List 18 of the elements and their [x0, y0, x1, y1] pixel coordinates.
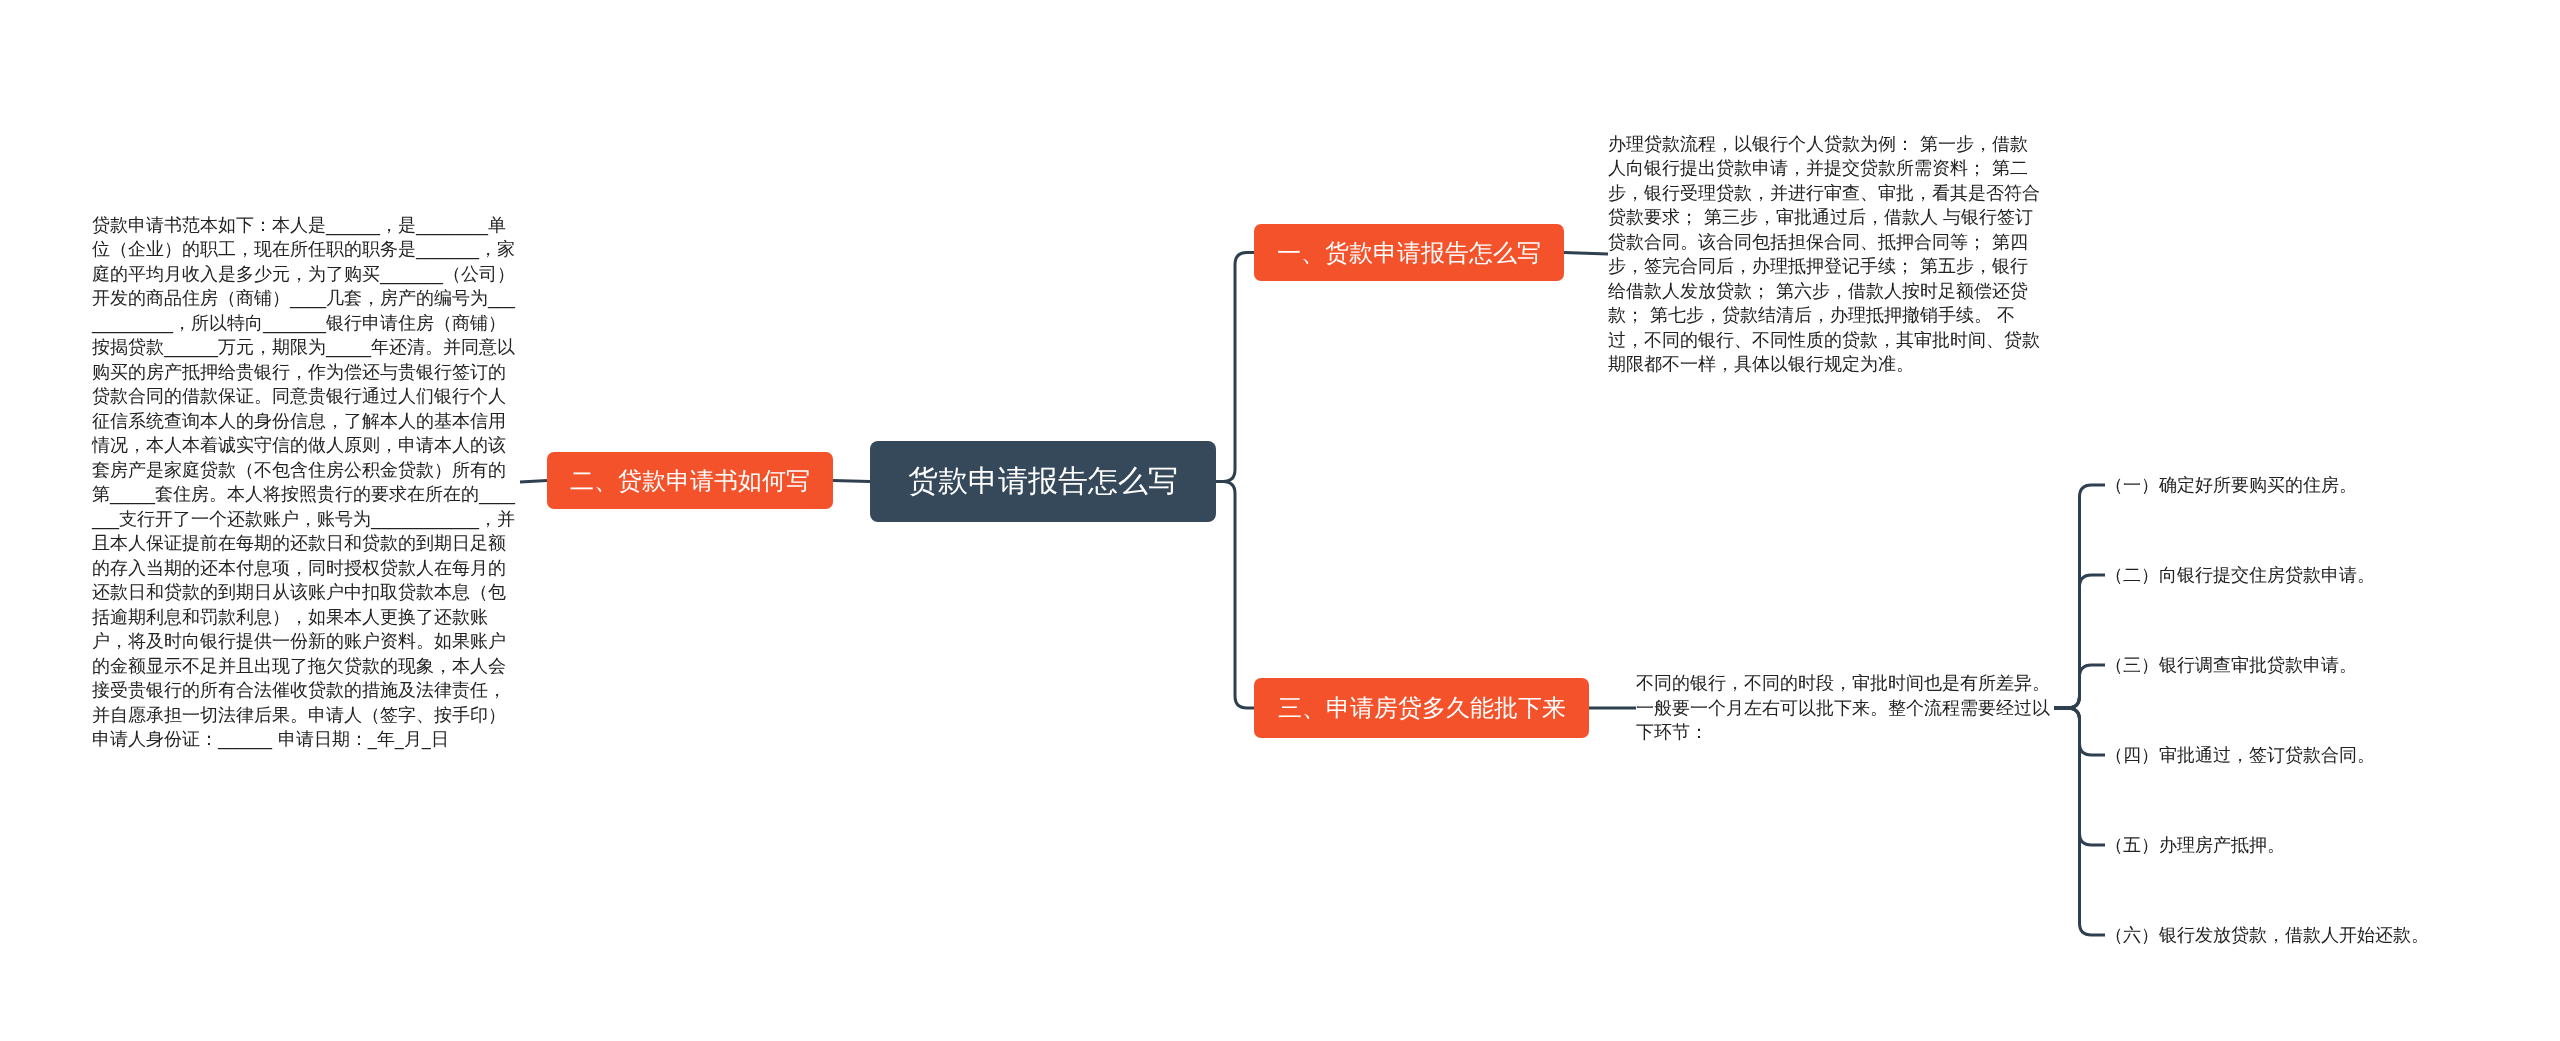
note-text: 不同的银行，不同的时段，审批时间也是有所差异。一般要一个月左右可以批下来。整个流程需要经过以下环节： [1636, 670, 2054, 746]
list-item: （一）确定好所要购买的住房。 [2105, 470, 2505, 500]
list-item: （二）向银行提交住房贷款申请。 [2105, 560, 2505, 590]
central-topic: 货款申请报告怎么写 [870, 441, 1216, 522]
list-item: （五）办理房产抵押。 [2105, 830, 2505, 860]
connector-line [1216, 480, 1254, 710]
connector-line [1563, 251, 1609, 256]
branch-topic: 三、申请房贷多久能批下来 [1254, 678, 1589, 738]
connector-line [519, 479, 548, 484]
branch-topic: 二、贷款申请书如何写 [547, 452, 833, 509]
connector-line [832, 479, 871, 483]
list-item: （四）审批通过，签订贷款合同。 [2105, 740, 2505, 770]
branch-topic: 一、货款申请报告怎么写 [1254, 224, 1564, 281]
list-item: （六）银行发放贷款，借款人开始还款。 [2105, 920, 2505, 950]
list-item: （三）银行调查审批贷款申请。 [2105, 650, 2505, 680]
note-text: 贷款申请书范本如下：本人是______，是________单位（企业）的职工，现在所任职的职务是_______，家庭的平均月收入是多少元，为了购买_______（公司）开发的商品住房（商铺）____几套，房产的编号为____________，所以特向_______银行申请住房（商铺）按揭贷款______万元，期限为_____年还清。并同意以购买的房产抵押给贵银行，作为偿还与贵银行签订的贷款合同的借款保证。同意贵银行通过人们银行个人征信系统查询本人的身份信息，了解本人的基本信用情况，本人本着诚实守信的做人原则，申请本人的该套房产是家庭贷款（不包含住房公积金贷款）所有的第_____套住房。本人将按照贵行的要求在所在的_______支行开了一个还款账户，账号为____________，并且本人保证提前在每期的还款日和贷款的到期日足额的存入当期的还本付息项，同时授权贷款人在每月的还款日和贷款的到期日从该账户中扣取贷款本息（包括逾期利息和罚款利息），如果本人更换了还款账户，将及时向银行提供一份新的账户资料。如果账户的金额显示不足并且出现了拖欠贷款的现象，本人会接受贵银行的所有合法催收贷款的措施及法律责任，并自愿承担一切法律后果。申请人（签字、按手印）申请人身份证：______ 申请日期：_年_月_日 [92, 142, 520, 822]
note-text: 办理贷款流程，以银行个人贷款为例： 第一步，借款人向银行提出贷款申请，并提交贷款所需资料； 第二步，银行受理贷款，并进行审查、审批，看其是否符合贷款要求； 第三步，审批通过后，借款人 与银行签订贷款合同。该合同包括担保合同、抵押合同等； 第四步，签完合同后，办理抵押登记手续； 第五步，银行给借款人发放贷款； 第六步，借款人按时足额偿还贷款； 第七步，贷款结清后，办理抵押撤销手续。 不过，不同的银行、不同性质的贷款，其审批时间、贷款期限都不一样，具体以银行规定为准。 [1608, 96, 2040, 412]
connector-line [1589, 706, 1636, 710]
